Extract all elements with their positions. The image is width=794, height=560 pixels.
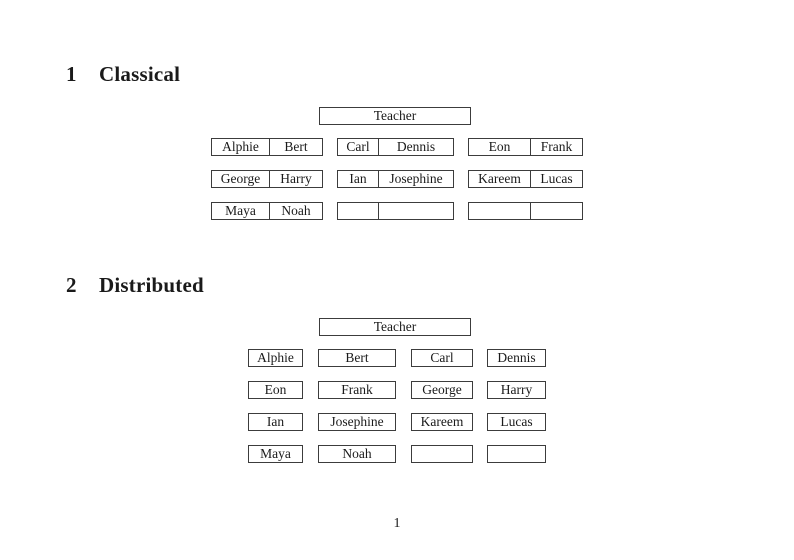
student-box: Alphie [248, 349, 303, 367]
section-heading-classical: 1 Classical [66, 62, 180, 86]
student-box [487, 445, 546, 463]
seat-cell [379, 203, 453, 219]
section-number: 1 [66, 62, 77, 86]
section-number: 2 [66, 273, 77, 297]
student-box: George [411, 381, 473, 399]
student-box: Harry [487, 381, 546, 399]
seat-cell: George [212, 171, 270, 187]
desk: Maya Noah [211, 202, 323, 220]
seat-cell: Bert [284, 139, 308, 154]
student-box: Carl [411, 349, 473, 367]
section-title: Classical [99, 62, 181, 86]
seat-cell: Harry [280, 171, 312, 186]
teacher-box: Teacher [319, 318, 471, 336]
seat-cell: Carl [338, 139, 379, 155]
seat-cell: Ian [338, 171, 379, 187]
desk: Carl Dennis [337, 138, 454, 156]
seat-cell: Alphie [212, 139, 270, 155]
student-box: Ian [248, 413, 303, 431]
seat-cell: Noah [281, 203, 311, 218]
seat-cell: Frank [540, 139, 573, 154]
student-box: Noah [318, 445, 396, 463]
teacher-box: Teacher [319, 107, 471, 125]
section-heading-distributed: 2 Distributed [66, 273, 204, 297]
seat-cell: Lucas [540, 171, 573, 186]
student-box: Frank [318, 381, 396, 399]
section-title: Distributed [99, 273, 204, 297]
desk: Eon Frank [468, 138, 583, 156]
desk [337, 202, 454, 220]
seat-cell: Kareem [469, 171, 531, 187]
seat-cell: Eon [469, 139, 531, 155]
student-box: Eon [248, 381, 303, 399]
seat-cell [338, 203, 379, 219]
student-box: Bert [318, 349, 396, 367]
student-box: Dennis [487, 349, 546, 367]
desk: George Harry [211, 170, 323, 188]
student-box: Kareem [411, 413, 473, 431]
seat-cell: Maya [212, 203, 270, 219]
desk: Ian Josephine [337, 170, 454, 188]
desk [468, 202, 583, 220]
page-number: 1 [393, 516, 401, 531]
student-box: Josephine [318, 413, 396, 431]
student-box [411, 445, 473, 463]
seat-cell [531, 203, 582, 219]
desk: Kareem Lucas [468, 170, 583, 188]
student-box: Maya [248, 445, 303, 463]
seat-cell: Josephine [389, 171, 443, 186]
seat-cell [469, 203, 531, 219]
student-box: Lucas [487, 413, 546, 431]
seat-cell: Dennis [396, 139, 436, 154]
desk: Alphie Bert [211, 138, 323, 156]
